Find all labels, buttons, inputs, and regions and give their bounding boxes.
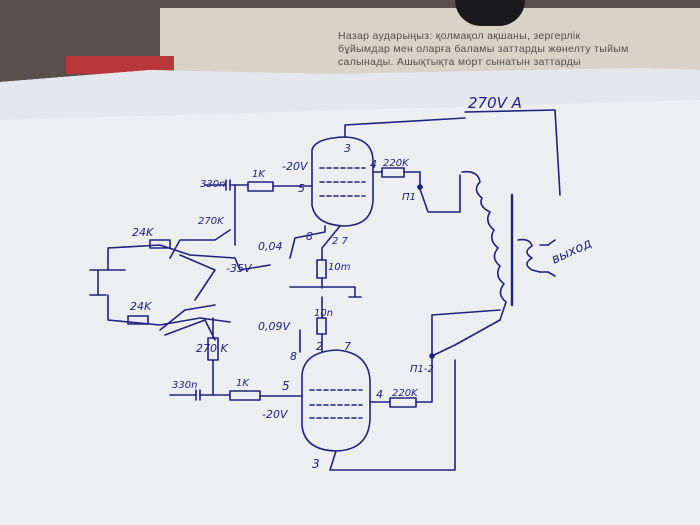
- bias-lower: [107, 294, 231, 326]
- pin-5-bottom: 5: [282, 379, 290, 393]
- r-220k-bottom-label: 220K: [392, 388, 419, 399]
- top-r-to-switch: [403, 171, 421, 186]
- r-24k-bottom-label: 24K: [130, 300, 152, 313]
- output-leads: [539, 244, 549, 273]
- pin-2-7-top: 2 7: [332, 236, 349, 247]
- top-heater-wire: [321, 225, 341, 261]
- pin-7-bottom: 7: [344, 340, 351, 353]
- switch-bottom-label: П1-2: [410, 364, 434, 375]
- r-24k-top: [149, 239, 171, 249]
- top-tube: [311, 136, 374, 227]
- r-24k-top-label: 24K: [132, 226, 154, 239]
- v-neg35-label: -35V: [226, 262, 253, 275]
- r-270k-top-label: 270K: [198, 216, 225, 227]
- r-270k-bottom-label: 270 K: [196, 342, 228, 355]
- dark-object: [455, 0, 525, 26]
- red-stripe: [66, 56, 174, 74]
- switch-top-wire: [419, 174, 461, 213]
- r-10m-label: 10m: [328, 262, 351, 273]
- pin-3-top: 3: [344, 142, 351, 155]
- pin-5-top: 5: [298, 182, 305, 195]
- book-line-3: салынады. Ашықтықта морт сынатын заттард…: [338, 56, 581, 68]
- pin-4-top: 4: [370, 158, 377, 171]
- bias-pot-top: [169, 229, 231, 301]
- pin-4-bottom: 4: [376, 388, 383, 401]
- c-004-label: 0,04: [258, 240, 283, 253]
- c-330n-bottom-label: 330n: [172, 380, 197, 391]
- bottom-tube: [301, 349, 371, 452]
- r-24k-bottom: [127, 315, 149, 325]
- paper-fold: [0, 68, 700, 120]
- c-330n-top-label: 330n: [200, 179, 225, 190]
- transformer-primary: [461, 170, 507, 321]
- bias-pot-bottom: [159, 304, 216, 341]
- top-plate-wire: [344, 117, 466, 138]
- r-1k-top-label: 1K: [252, 169, 266, 180]
- bias-upper: [107, 244, 271, 271]
- pin-2-bottom: 2: [316, 340, 323, 353]
- supply-wire: [464, 109, 561, 196]
- pin-8-top: 8: [306, 230, 313, 243]
- bottom-tube-grids: [309, 389, 363, 419]
- top-tube-grids: [319, 167, 366, 197]
- left-ground: [89, 269, 126, 296]
- transformer-secondary: [517, 238, 541, 273]
- ground-bus: [289, 277, 362, 298]
- v-009-label: 0,09V: [258, 320, 291, 333]
- r-220k-top-label: 220K: [383, 158, 410, 169]
- output-marks: [547, 239, 556, 277]
- top-cathode-wire: [289, 225, 326, 259]
- switch-top-label: П1: [402, 192, 416, 203]
- v-neg20-bottom: -20V: [262, 408, 289, 421]
- r-1k-bottom-label: 1K: [236, 378, 250, 389]
- bottom-cathode-return: [329, 359, 456, 471]
- pin-3-bottom: 3: [312, 457, 320, 471]
- v-neg20-top: -20V: [282, 160, 309, 173]
- c-10n-label: 10n: [314, 308, 333, 319]
- bottom-r-to-switch: [415, 357, 433, 403]
- switch-bottom-wire: [431, 309, 501, 357]
- pin-8-bottom: 8: [290, 350, 297, 363]
- book-line-2: бұйымдар мен оларға баламы заттарды жөне…: [338, 43, 629, 55]
- book-text: Назар аударыңыз: қолмақол ақшаны, зергер…: [338, 30, 698, 69]
- book-line-1: Назар аударыңыз: қолмақол ақшаны, зергер…: [338, 30, 581, 42]
- supply-label: 270V A: [468, 94, 522, 112]
